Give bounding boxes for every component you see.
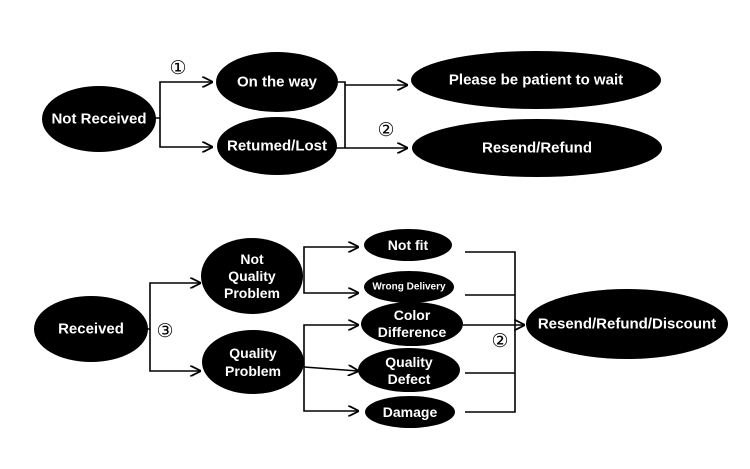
node-color-difference-line-2: Difference: [378, 324, 447, 340]
bottom-connectors: [138, 247, 524, 412]
node-returned-lost: Retumed/Lost: [217, 117, 337, 175]
node-resend-refund: Resend/Refund: [412, 119, 662, 177]
node-not-fit: Not fit: [364, 229, 452, 261]
connector-to-not-fit: [303, 247, 358, 276]
node-on-the-way-label: On the way: [237, 74, 318, 91]
node-resend-refund-label: Resend/Refund: [482, 140, 592, 157]
connector-bracket: [465, 251, 516, 413]
node-color-difference: Color Difference: [361, 302, 463, 346]
node-color-difference-line-1: Color: [394, 307, 431, 323]
node-please-wait-label: Please be patient to wait: [449, 72, 623, 89]
node-not-quality-line-1: Not: [240, 251, 264, 267]
node-damage-label: Damage: [383, 404, 438, 420]
connector-to-on-the-way: [155, 82, 212, 119]
node-quality-defect-line-2: Defect: [388, 371, 431, 387]
node-on-the-way: On the way: [216, 52, 338, 112]
node-not-received-label: Not Received: [51, 111, 146, 128]
connector-to-quality-defect: [303, 367, 358, 371]
node-quality-problem: Quality Problem: [202, 330, 304, 394]
node-returned-lost-label: Retumed/Lost: [227, 138, 327, 155]
node-quality-defect-line-1: Quality: [385, 354, 433, 370]
node-quality-line-2: Problem: [225, 363, 281, 379]
node-not-quality-line-3: Problem: [224, 285, 280, 301]
connector-to-quality: [149, 329, 200, 371]
marker-three: ③: [156, 320, 173, 342]
node-received-label: Received: [58, 321, 124, 338]
connector-trunk-top: [338, 81, 346, 148]
node-not-quality-line-2: Quality: [228, 268, 276, 284]
connector-to-wrong-delivery: [303, 276, 358, 293]
connector-to-returned-lost: [159, 118, 212, 147]
node-final-outcome-label: Resend/Refund/Discount: [538, 316, 716, 333]
node-not-fit-label: Not fit: [388, 237, 429, 253]
marker-two-top: ②: [377, 119, 394, 141]
node-quality-line-1: Quality: [229, 345, 277, 361]
node-damage: Damage: [365, 396, 455, 428]
node-final-outcome: Resend/Refund/Discount: [526, 289, 728, 359]
connector-to-damage: [303, 367, 358, 411]
node-wrong-delivery-label: Wrong Delivery: [372, 282, 446, 293]
node-wrong-delivery: Wrong Delivery: [364, 271, 454, 303]
marker-two-bottom: ②: [491, 330, 508, 352]
connector-to-color-difference: [303, 325, 358, 367]
node-not-received: Not Received: [42, 86, 156, 152]
node-please-wait: Please be patient to wait: [411, 51, 661, 109]
top-connectors: [155, 82, 407, 148]
node-not-quality-problem: Not Quality Problem: [201, 238, 303, 314]
node-quality-defect: Quality Defect: [358, 348, 460, 392]
node-received: Received: [34, 296, 148, 362]
marker-one: ①: [169, 57, 186, 79]
